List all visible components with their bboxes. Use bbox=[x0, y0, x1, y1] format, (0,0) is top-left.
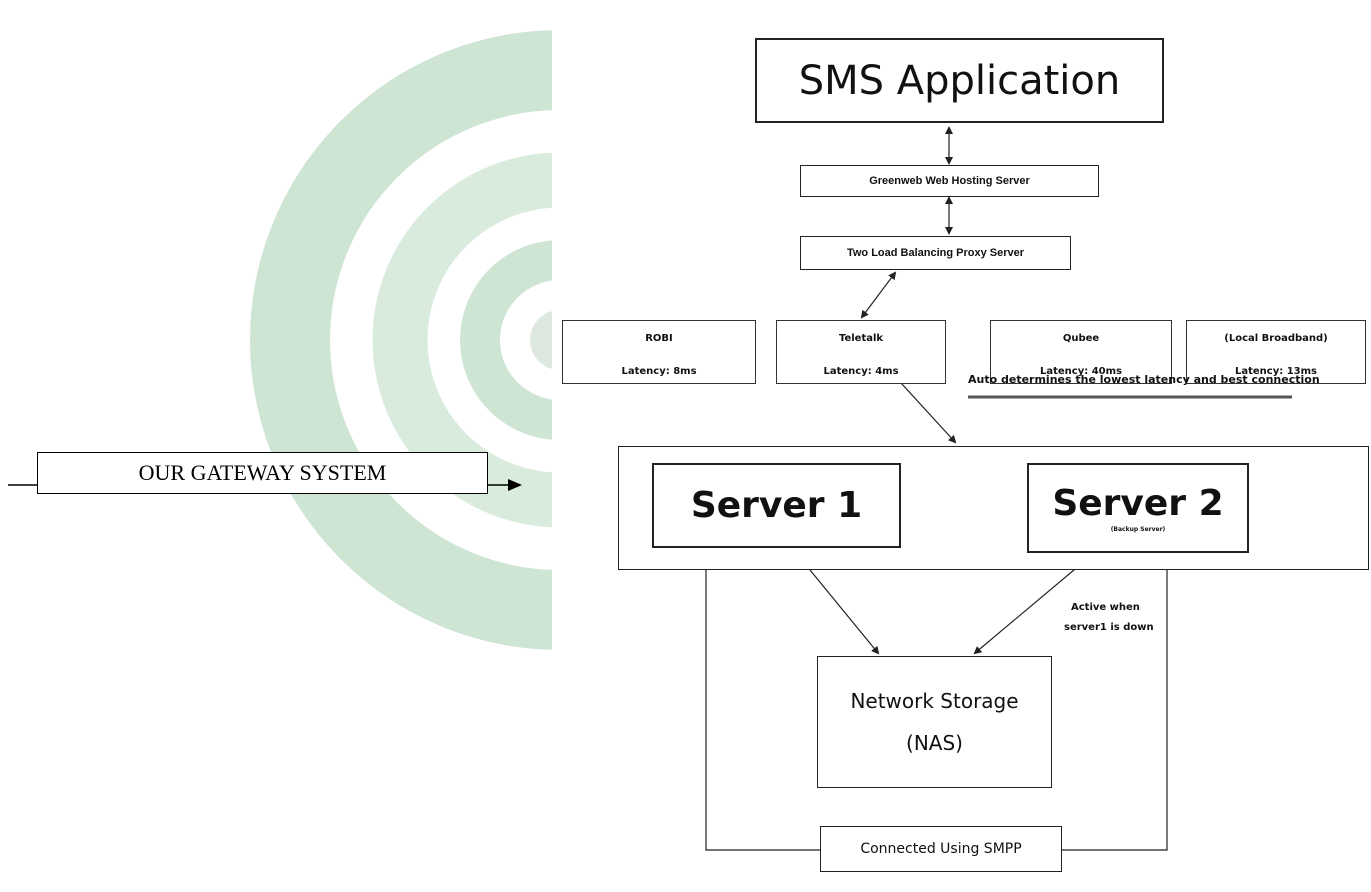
smpp-line-right bbox=[1062, 549, 1168, 851]
server1-label: Server 1 bbox=[690, 485, 863, 526]
web-hosting-box: Greenweb Web Hosting Server bbox=[800, 165, 1099, 197]
isp-name: Teletalk bbox=[838, 333, 884, 344]
sms-application-label: SMS Application bbox=[798, 57, 1121, 104]
isp-box-qubee: Qubee Latency: 40ms bbox=[990, 320, 1172, 384]
server2-label: Server 2 bbox=[1052, 482, 1224, 524]
nas-box: Network Storage (NAS) bbox=[817, 656, 1052, 788]
proxy-label: Two Load Balancing Proxy Server bbox=[846, 247, 1025, 259]
nas-label-line1: Network Storage bbox=[850, 689, 1019, 713]
smpp-line-left bbox=[705, 549, 820, 851]
proxy-box: Two Load Balancing Proxy Server bbox=[800, 236, 1071, 270]
nas-label-line2: (NAS) bbox=[906, 731, 963, 755]
web-hosting-label: Greenweb Web Hosting Server bbox=[869, 175, 1030, 187]
arrow-proxy-to-teletalk bbox=[860, 271, 897, 319]
gateway-label-box: OUR GATEWAY SYSTEM bbox=[37, 452, 488, 494]
server2-sublabel: (Backup Server) bbox=[1110, 525, 1166, 533]
server1-box: Server 1 bbox=[652, 463, 901, 548]
isp-latency: Latency: 13ms bbox=[1234, 366, 1318, 377]
isp-box-robi: ROBI Latency: 8ms bbox=[562, 320, 756, 384]
isp-latency: Latency: 8ms bbox=[621, 366, 697, 377]
active-note-line2: server1 is down bbox=[1064, 622, 1154, 633]
arrow-server2-to-nas bbox=[973, 552, 1095, 655]
isp-latency: Latency: 4ms bbox=[823, 366, 899, 377]
active-note-line1: Active when bbox=[1071, 602, 1140, 613]
smpp-box: Connected Using SMPP bbox=[820, 826, 1062, 872]
sms-application-box: SMS Application bbox=[755, 38, 1164, 123]
auto-note: Auto determines the lowest latency and b… bbox=[968, 373, 1320, 386]
isp-name: ROBI bbox=[645, 333, 673, 344]
isp-latency: Latency: 40ms bbox=[1039, 366, 1123, 377]
isp-name: Qubee bbox=[1062, 333, 1100, 344]
isp-box-teletalk: Teletalk Latency: 4ms bbox=[776, 320, 946, 384]
isp-name: (Local Broadband) bbox=[1224, 333, 1328, 344]
isp-box-local-broadband: (Local Broadband) Latency: 13ms bbox=[1186, 320, 1366, 384]
gateway-label: OUR GATEWAY SYSTEM bbox=[138, 460, 387, 485]
smpp-label: Connected Using SMPP bbox=[860, 841, 1022, 857]
server2-box: Server 2 (Backup Server) bbox=[1027, 463, 1249, 553]
